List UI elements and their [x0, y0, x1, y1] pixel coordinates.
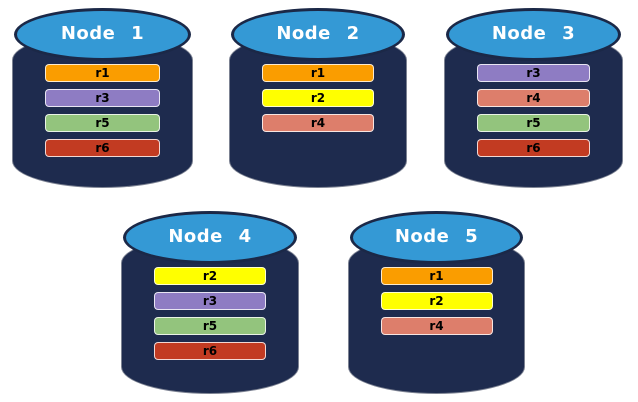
replica-bar-r1: r1 [261, 64, 375, 82]
replica-list: r1 r3 r5 r6 [13, 64, 192, 157]
database-cylinder-cap: Node 3 [446, 8, 621, 61]
replica-bar-r5: r5 [476, 114, 591, 132]
replica-bar-r4: r4 [380, 317, 493, 335]
replica-bar-r3: r3 [45, 89, 160, 107]
replica-bar-r2: r2 [261, 89, 375, 107]
node-title: Node 5 [394, 226, 479, 247]
database-cylinder-cap: Node 2 [231, 8, 405, 61]
replica-list: r2 r3 r5 r6 [122, 267, 298, 360]
replica-list: r1 r2 r4 [230, 64, 406, 132]
replica-bar-r6: r6 [476, 139, 591, 157]
database-cylinder-cap: Node 4 [123, 211, 297, 264]
replica-bar-r4: r4 [476, 89, 591, 107]
replica-bar-r2: r2 [380, 292, 493, 310]
node-3-cylinder: Node 3 r3 r4 r5 r6 [445, 8, 622, 187]
node-4-cylinder: Node 4 r2 r3 r5 r6 [122, 211, 298, 393]
node-5-cylinder: Node 5 r1 r2 r4 [349, 211, 524, 393]
node-title: Node 3 [491, 23, 576, 44]
replica-bar-r5: r5 [153, 317, 267, 335]
replica-bar-r5: r5 [45, 114, 160, 132]
node-title: Node 2 [276, 23, 360, 44]
replica-bar-r3: r3 [153, 292, 267, 310]
replica-bar-r1: r1 [380, 267, 493, 285]
database-cylinder-cap: Node 1 [14, 8, 191, 61]
database-cylinder-cap: Node 5 [350, 211, 523, 264]
replica-bar-r4: r4 [261, 114, 375, 132]
replica-bar-r6: r6 [45, 139, 160, 157]
replica-bar-r3: r3 [476, 64, 591, 82]
replica-bar-r2: r2 [153, 267, 267, 285]
replica-bar-r1: r1 [45, 64, 160, 82]
node-1-cylinder: Node 1 r1 r3 r5 r6 [13, 8, 192, 187]
node-title: Node 1 [60, 23, 145, 44]
replica-list: r1 r2 r4 [349, 267, 524, 335]
replica-list: r3 r4 r5 r6 [445, 64, 622, 157]
node-2-cylinder: Node 2 r1 r2 r4 [230, 8, 406, 187]
replica-bar-r6: r6 [153, 342, 267, 360]
node-title: Node 4 [168, 226, 252, 247]
